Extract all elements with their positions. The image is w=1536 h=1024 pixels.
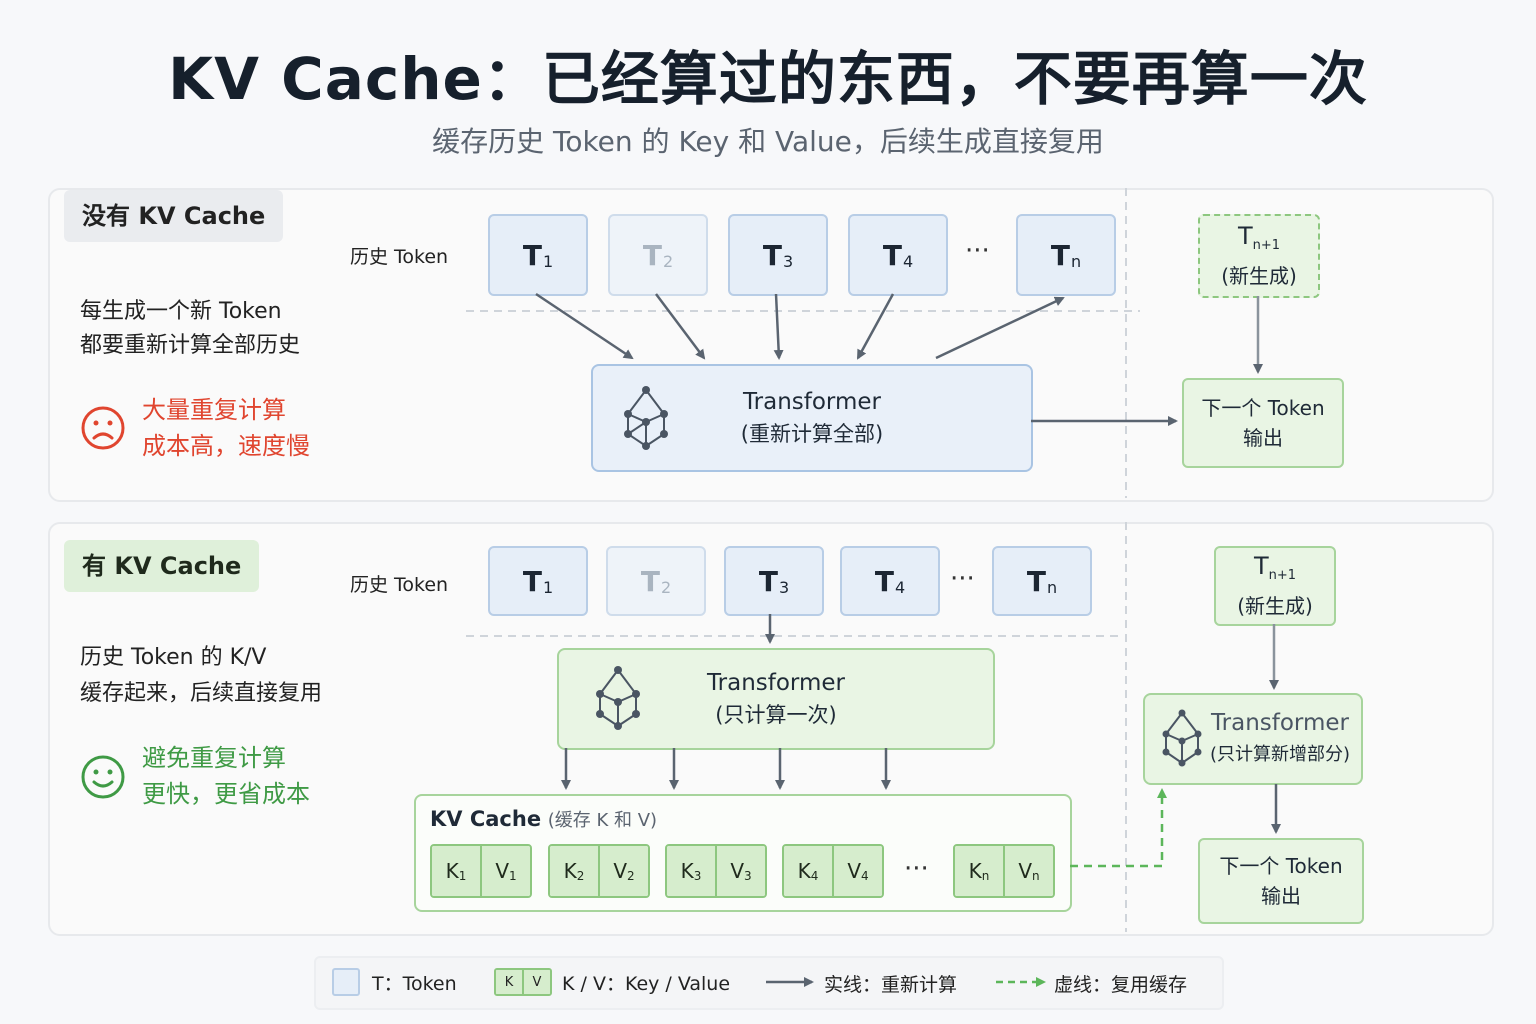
- output-box: 下一个 Token 输出: [1198, 838, 1364, 924]
- kv-cache-title: KV Cache (缓存 K 和 V): [430, 807, 658, 831]
- network-icon: [1162, 709, 1202, 767]
- history-token-label: 历史 Token: [350, 574, 449, 596]
- page-title: KV Cache：已经算过的东西，不要再算一次: [168, 45, 1368, 113]
- network-icon: [624, 386, 668, 450]
- transformer-once: Transformer (只计算一次): [557, 648, 995, 750]
- page-subtitle: 缓存历史 Token 的 Key 和 Value，后续生成直接复用: [432, 125, 1104, 158]
- history-token-label: 历史 Token: [350, 246, 449, 268]
- legend-solid: 实线：重新计算: [824, 974, 958, 996]
- with-good-line2: 更快，更省成本: [142, 780, 310, 808]
- output-box: 下一个 Token 输出: [1182, 378, 1344, 468]
- without-bad-line2: 成本高，速度慢: [142, 432, 310, 460]
- network-icon: [596, 666, 640, 730]
- with-good-line1: 避免重复计算: [142, 744, 286, 772]
- tag-without-cache: 没有 KV Cache: [64, 190, 284, 242]
- without-desc-line1: 每生成一个新 Token: [80, 299, 282, 324]
- legend-token: T：Token: [332, 968, 457, 996]
- new-token-box: Tn+1 (新生成): [1214, 546, 1336, 626]
- with-desc-line2: 缓存起来，后续直接复用: [80, 681, 323, 706]
- tag-with-cache: 有 KV Cache: [64, 540, 260, 592]
- legend-dashed: 虚线：复用缓存: [1054, 974, 1188, 996]
- transformer-incremental: Transformer (只计算新增部分): [1143, 693, 1363, 785]
- sad-face-icon: [81, 406, 125, 450]
- without-desc-line2: 都要重新计算全部历史: [80, 333, 301, 358]
- happy-face-icon: [81, 755, 125, 799]
- with-desc-line1: 历史 Token 的 K/V: [80, 645, 267, 670]
- without-bad-line1: 大量重复计算: [142, 396, 286, 424]
- ellipsis: ···: [950, 564, 975, 594]
- ellipsis: ···: [965, 236, 990, 266]
- legend-kv: K V K / V：Key / Value: [494, 968, 730, 996]
- transformer-full: Transformer (重新计算全部): [591, 364, 1033, 472]
- new-token-box: Tn+1 (新生成): [1198, 214, 1320, 298]
- ellipsis: ···: [904, 854, 929, 884]
